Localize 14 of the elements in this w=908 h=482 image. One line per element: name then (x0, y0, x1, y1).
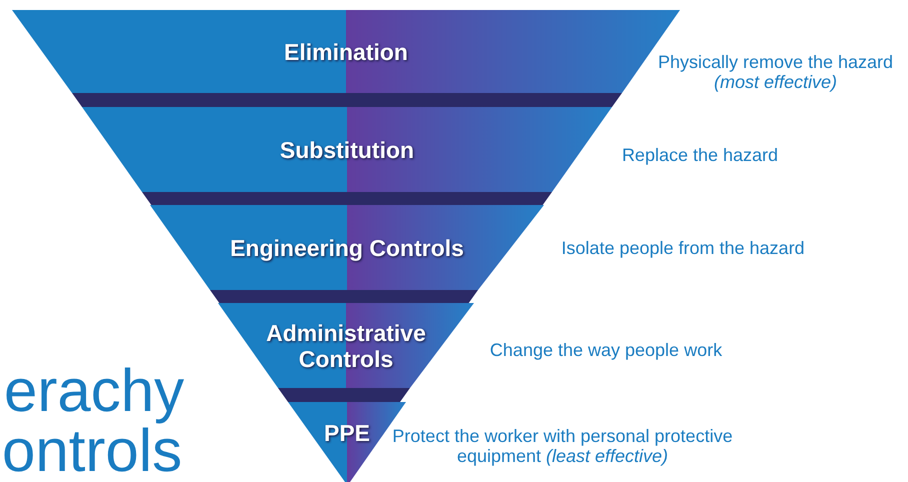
pyramid-tier (150, 205, 544, 304)
description-text: Isolate people from the hazard (560, 238, 806, 258)
description-text: Replace the hazard (620, 145, 780, 165)
description-text: Protect the worker with personal protective equipment (least effective) (391, 426, 734, 466)
tier-label: Substitution (278, 136, 416, 162)
tier-label: Elimination (283, 38, 409, 64)
title-text: erachy (4, 360, 184, 422)
tier-label: Administrative Controls (265, 320, 427, 372)
tier-label: PPE (322, 420, 372, 446)
pyramid-tier (218, 303, 474, 402)
tier-label: Engineering Controls (229, 234, 465, 260)
pyramid-tier (82, 107, 612, 206)
description-text: Physically remove the hazard (most effective) (656, 52, 894, 92)
description-text: Change the way people work (488, 340, 724, 360)
